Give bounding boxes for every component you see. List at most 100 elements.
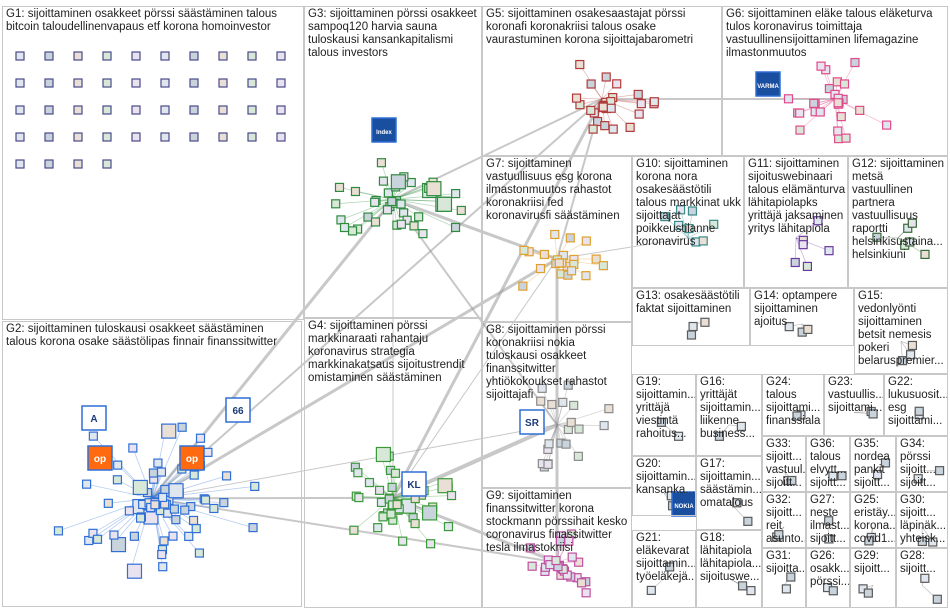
group-panel-g36: G36: talous elvytt... sijoitt... xyxy=(806,436,850,492)
graph-node xyxy=(109,530,119,540)
graph-node xyxy=(153,458,163,468)
graph-node xyxy=(880,458,891,468)
graph-node xyxy=(102,51,112,61)
graph-node xyxy=(673,431,684,441)
op-icon: op xyxy=(179,445,205,471)
inter-group-edge xyxy=(556,237,689,260)
graph-node xyxy=(422,505,438,521)
group-label: G25: eristäy... korona... covid1... xyxy=(854,494,896,545)
graph-node xyxy=(841,133,851,143)
graph-node xyxy=(410,518,420,529)
svg-text:op: op xyxy=(186,454,198,465)
graph-node xyxy=(112,475,123,485)
group-panel-g3: G3: sijoittaminen pörssi osakkeet sampoq… xyxy=(304,6,482,318)
graph-node xyxy=(177,422,187,432)
graph-node xyxy=(221,471,232,481)
group-panel-g17: G17: sijoittamin... säästämin... omatalo… xyxy=(696,456,762,530)
graph-node xyxy=(905,237,915,247)
graph-node xyxy=(378,176,389,186)
group-panel-g14: G14: optampere sijoittaminen ajoitus xyxy=(750,288,854,346)
graph-node xyxy=(787,475,797,486)
graph-node xyxy=(331,199,341,209)
graph-node xyxy=(425,539,436,549)
graph-node xyxy=(189,132,199,142)
graph-node xyxy=(15,105,25,115)
graph-node xyxy=(350,186,361,197)
group-label: G1: sijoittaminen osakkeet pörssi säästä… xyxy=(6,8,278,33)
graph-node xyxy=(168,531,178,541)
graph-node xyxy=(567,552,577,562)
graph-node xyxy=(864,536,874,546)
group-panel-g29: G29: sijoitt... xyxy=(850,548,896,608)
intra-group-edge xyxy=(680,209,689,238)
graph-node xyxy=(928,537,938,547)
graph-node xyxy=(598,261,609,271)
group-panel-g7: G7: sijoittaminen vastuullisuus esg koro… xyxy=(482,156,632,322)
svg-text:A: A xyxy=(90,414,97,425)
graph-node xyxy=(390,174,406,190)
graph-node xyxy=(383,188,393,198)
graph-node xyxy=(73,159,83,169)
graph-node xyxy=(550,229,560,240)
graph-node xyxy=(44,51,54,61)
group-label: G22: lukusuosit... esg sijoittami... xyxy=(888,376,948,427)
graph-node xyxy=(247,78,257,88)
group-label: G15: vedonlyönti sijoittaminen betsit ne… xyxy=(858,290,944,367)
graph-node xyxy=(569,400,579,411)
graph-node xyxy=(792,411,802,421)
graph-node xyxy=(674,220,684,231)
graph-node xyxy=(250,481,260,492)
graph-node xyxy=(200,495,211,505)
group-panel-g24: G24: talous sijoittami... finanssiala xyxy=(762,374,824,436)
graph-node xyxy=(276,51,286,61)
graph-node xyxy=(131,78,141,88)
graph-node xyxy=(656,417,667,427)
graph-node xyxy=(131,132,141,142)
group-panel-g30: G30: sijoitt... läpinäk... yhteisk... xyxy=(896,492,948,548)
graph-node xyxy=(247,51,257,61)
graph-node xyxy=(868,409,878,419)
graph-node xyxy=(15,51,25,61)
graph-node xyxy=(686,330,697,340)
graph-node xyxy=(15,132,25,142)
graph-node xyxy=(783,94,794,104)
group-label: G35: nordea pankit sijoitt... xyxy=(854,438,890,489)
graph-node xyxy=(44,105,54,115)
graph-node xyxy=(539,249,550,260)
graph-node xyxy=(15,159,25,169)
group-label: G4: sijoittaminen pörssi markkinaraati r… xyxy=(308,320,465,384)
group-panel-g21: G21: eläkevarat sijoittamin... työeläkej… xyxy=(632,530,696,608)
graph-node xyxy=(784,322,794,332)
group-label: G31: sijoittа... xyxy=(766,550,806,575)
graph-node xyxy=(882,120,892,130)
graph-node xyxy=(103,498,113,508)
group-panel-g23: G23: vastuullis... sijoittami... xyxy=(824,374,884,436)
graph-node xyxy=(795,125,805,135)
graph-node xyxy=(364,477,375,488)
graph-node xyxy=(396,219,407,229)
graph-node xyxy=(565,233,575,243)
graph-node xyxy=(544,439,554,449)
intra-group-edge xyxy=(340,199,394,221)
graph-node xyxy=(157,549,167,560)
graph-node xyxy=(586,79,596,89)
graph-node xyxy=(53,526,64,536)
group-panel-g11: G11: sijoittaminen sijoituswebinaari tal… xyxy=(744,156,848,288)
group-label: G18: lähitapiola lähitapiola... sijoitus… xyxy=(700,532,762,583)
graph-node xyxy=(649,97,659,107)
graph-node xyxy=(135,513,146,523)
group-label: G6: sijoittaminen eläke talous eläketurv… xyxy=(726,8,933,59)
group-panel-g8: G8: sijoittaminen pörssi koronakriisi no… xyxy=(482,322,632,488)
graph-node xyxy=(113,460,123,470)
graph-node xyxy=(798,240,808,250)
svg-text:Index: Index xyxy=(376,130,392,136)
group-label: G24: talous sijoittami... finanssiala xyxy=(766,376,821,427)
group-panel-g5: G5: sijoittaminen osakesaastajat pörssi … xyxy=(482,6,722,156)
group-label: G19: sijoittamin... yrittäjä viestintä r… xyxy=(636,376,696,440)
graph-node xyxy=(396,199,406,209)
graph-node xyxy=(828,586,838,596)
graph-node xyxy=(131,51,141,61)
graph-node xyxy=(781,584,791,594)
graph-node xyxy=(195,433,206,443)
